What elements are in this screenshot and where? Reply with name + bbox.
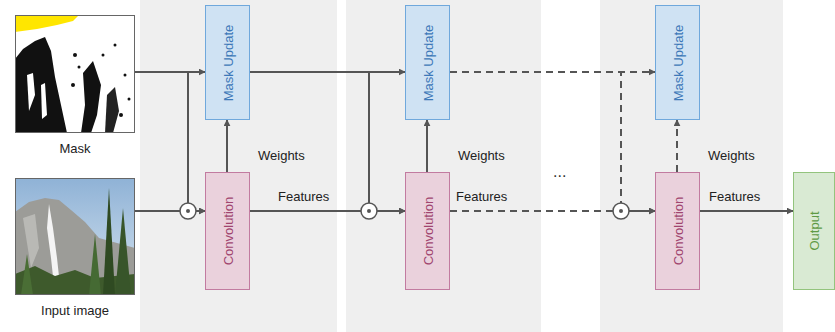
stage-panel — [346, 0, 541, 332]
stage-panel — [600, 0, 783, 332]
multiply-operator — [180, 203, 196, 219]
edge-label: Features — [709, 189, 760, 204]
convolution-box: Convolution — [405, 172, 450, 290]
connector-arrow — [426, 120, 428, 172]
connector-arrow — [250, 210, 405, 212]
connector-arrow — [700, 210, 793, 212]
mask-update-box: Mask Update — [205, 5, 250, 120]
connector-arrow — [226, 120, 228, 172]
convolution-box: Convolution — [655, 172, 700, 290]
box-label: Convolution — [420, 197, 435, 266]
multiply-operator — [361, 203, 377, 219]
box-label: Output — [807, 211, 822, 250]
output-box: Output — [793, 172, 835, 290]
box-label: Mask Update — [420, 24, 435, 101]
box-label: Mask Update — [670, 24, 685, 101]
mask-update-box: Mask Update — [405, 5, 450, 120]
mask-picture — [15, 15, 135, 133]
connector-arrow — [450, 72, 655, 211]
connector-arrow — [135, 72, 205, 211]
image-caption: Input image — [41, 303, 109, 318]
multiply-operator — [613, 203, 629, 219]
stage-panel — [140, 0, 337, 332]
edge-label: Weights — [708, 148, 755, 163]
input-photo — [15, 178, 135, 295]
box-label: Mask Update — [220, 24, 235, 101]
edge-label: Features — [456, 189, 507, 204]
connector-arrow — [676, 120, 678, 172]
edge-label: Features — [278, 189, 329, 204]
edge-label: Weights — [258, 148, 305, 163]
mask-update-box: Mask Update — [655, 5, 700, 120]
image-node: Mask — [15, 15, 135, 133]
image-node: Input image — [15, 178, 135, 295]
edge-label: Weights — [458, 148, 505, 163]
box-label: Convolution — [670, 197, 685, 266]
ellipsis-label: ... — [553, 163, 566, 181]
box-label: Convolution — [220, 197, 235, 266]
image-caption: Mask — [59, 141, 90, 156]
connector-arrow — [250, 72, 405, 211]
convolution-box: Convolution — [205, 172, 250, 290]
